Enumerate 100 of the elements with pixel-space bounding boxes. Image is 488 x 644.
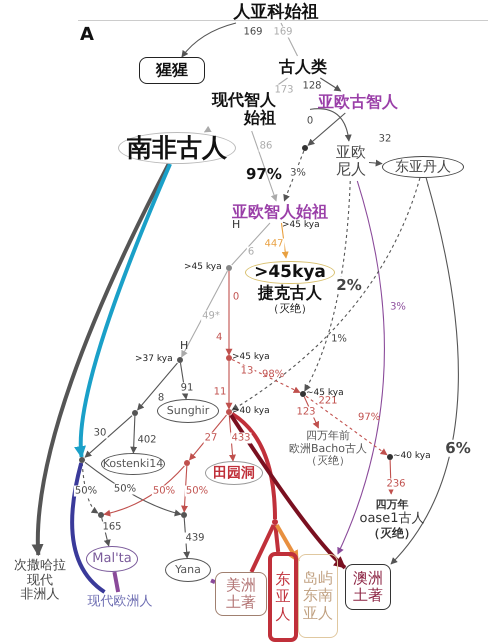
arrow: [280, 222, 289, 259]
time-label: >45 kya: [184, 262, 222, 272]
edge-label: 433: [230, 432, 252, 444]
edge-label: 50%: [184, 486, 210, 496]
edge-label: 3%: [289, 168, 307, 178]
ellipse-node: [205, 461, 263, 485]
edge-label: 439: [184, 532, 206, 544]
junction-dot: [302, 145, 308, 151]
time-label: >45 kya: [232, 352, 270, 362]
edge-label: 165: [101, 522, 123, 532]
arrow: [231, 178, 420, 411]
edge-label: 447: [263, 238, 285, 250]
arrow: [32, 163, 170, 556]
connector-line: [230, 412, 277, 520]
arrow: [368, 160, 383, 167]
connector-line: [231, 222, 270, 266]
edge-label: 3%: [389, 302, 407, 312]
connector-line: [250, 524, 276, 573]
node-label: 次撒哈拉: [14, 558, 66, 574]
node-label: 捷克古人: [258, 284, 322, 303]
arrow: [204, 126, 212, 132]
edge-label: 50%: [74, 486, 98, 496]
rounded-box: [215, 572, 267, 616]
junction-dot: [181, 512, 187, 518]
edge-label: 6%: [444, 440, 472, 456]
node-label: >45kya: [245, 260, 335, 284]
edge-label: 91: [180, 382, 194, 394]
edge-label: 13: [240, 366, 254, 376]
rounded-box: [298, 554, 338, 638]
arrow: [74, 163, 172, 458]
node-label: 南非古人: [127, 134, 227, 162]
edge-label: 173: [273, 84, 295, 96]
node-label: 东亚丹人: [395, 158, 451, 176]
edge-label: 11: [212, 386, 228, 398]
ellipse-node: [101, 453, 165, 475]
time-label: ~40 kya: [393, 451, 431, 462]
edge-label: 128: [301, 80, 323, 92]
arrow: [229, 414, 346, 570]
arrow: [304, 180, 351, 392]
edge-label: 236: [385, 478, 407, 490]
node-label: （灭绝）: [268, 302, 312, 316]
note-label: 4: [216, 332, 222, 343]
arrow: [183, 518, 190, 559]
note-label: 98%: [262, 369, 284, 380]
node-label: 东亚人: [276, 571, 290, 623]
note-label: 97%: [246, 166, 282, 182]
node-label: Kostenki14: [102, 458, 164, 470]
time-label: >40 kya: [232, 406, 270, 416]
edge-label: 402: [136, 434, 158, 446]
edge-label: 1%: [330, 334, 348, 344]
ellipse-node: [382, 156, 464, 178]
edge-label: 169: [242, 26, 264, 38]
node-label: 澳洲土著: [353, 570, 383, 604]
junction-dot: [184, 460, 190, 466]
arrow: [84, 415, 132, 458]
edge-label: 169: [272, 26, 294, 38]
ellipse-node: [86, 546, 138, 572]
time-label: >37 kya: [135, 354, 173, 364]
node-label: 现代: [27, 574, 53, 588]
node-label: Mal'ta: [92, 552, 132, 566]
rounded-box: [345, 564, 391, 610]
arrow: [130, 416, 138, 454]
note-label: H: [232, 219, 240, 232]
arrow: [307, 112, 346, 146]
time-label: >45 kya: [282, 220, 320, 230]
node-label: 现代智人始祖: [212, 90, 276, 128]
node-label: （灭绝）: [306, 455, 350, 468]
edge-label: 27: [204, 432, 218, 444]
junction-dot: [98, 512, 104, 518]
node-label: 现代欧洲人: [88, 594, 152, 610]
node-label: 岛屿东南亚人: [303, 570, 333, 622]
rounded-box: [268, 552, 298, 642]
rounded-box: [139, 57, 205, 84]
arrow: [390, 178, 459, 565]
node-label: oase1古人: [360, 512, 424, 527]
arrow: [283, 150, 304, 202]
edge-label: 32: [378, 134, 392, 144]
ellipse-node: [118, 132, 236, 164]
connector-line: [210, 578, 216, 584]
node-label: Yana: [175, 564, 201, 576]
arrow: [306, 396, 388, 456]
node-label: 四万年: [376, 499, 408, 512]
arrow: [304, 396, 320, 429]
node-label: 田园洞: [213, 464, 255, 482]
note-label: H: [180, 340, 188, 352]
edge-label: 50%: [152, 486, 176, 496]
node-label: 亚欧智人始祖: [232, 202, 328, 221]
arrow: [310, 108, 352, 142]
node-label: Sunghir: [166, 404, 210, 418]
arrow: [232, 358, 301, 394]
node-label: 人亚科始祖: [234, 3, 318, 23]
arrow: [101, 518, 111, 547]
note-label: A: [80, 25, 94, 45]
node-label: 古人类: [279, 58, 327, 76]
node-label: 亚欧尼人: [336, 144, 366, 178]
edge-label: 6: [246, 246, 256, 258]
connector-line: [112, 572, 120, 592]
edge-label: 30: [92, 428, 108, 438]
ellipse-node: [165, 558, 211, 582]
edge-label: 0: [232, 292, 240, 302]
